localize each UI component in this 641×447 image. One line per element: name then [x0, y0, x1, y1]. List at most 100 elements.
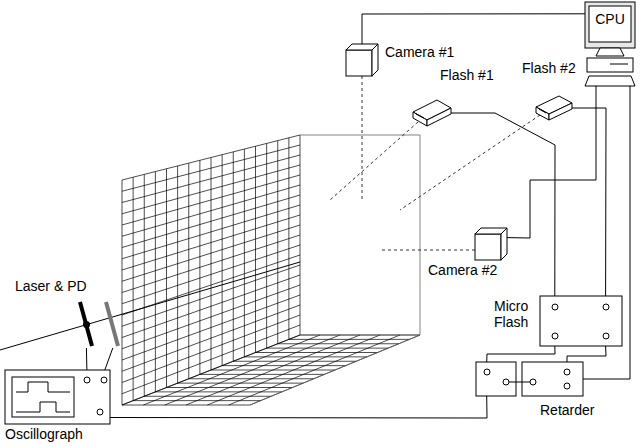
trace [16, 382, 70, 392]
keyboard [585, 76, 635, 86]
box [540, 296, 622, 346]
node-label: Oscillograph [5, 426, 83, 442]
signal-wire [110, 396, 487, 418]
view-line [362, 76, 363, 200]
grid-line [229, 335, 400, 405]
signal-wire [507, 86, 596, 238]
cube-face [372, 44, 378, 76]
monitor-screen [589, 6, 631, 42]
cube-face [501, 228, 507, 260]
port [552, 333, 558, 339]
grid-line [250, 335, 420, 405]
view-line [330, 122, 418, 200]
grid-line [122, 205, 300, 259]
oscillograph-box [5, 370, 110, 424]
internal-wire [506, 382, 533, 383]
node-label: Laser & PD [15, 278, 87, 294]
monitor-stand [596, 48, 624, 56]
signal-wire [86, 348, 88, 370]
view-lines [330, 76, 540, 250]
grid-line [122, 285, 300, 349]
port [564, 383, 570, 389]
port [564, 369, 570, 375]
micro-flash-node: Micro Flash [540, 296, 622, 346]
grid-line [122, 185, 300, 236]
node-label: Flash #1 [440, 67, 494, 83]
sensor-node: Laser & PD [72, 300, 120, 348]
signal-wire [567, 346, 606, 362]
computer-node: CPU [585, 2, 635, 86]
grid-line [122, 135, 300, 180]
retarder-node: Retarder [476, 362, 583, 396]
flash-body [536, 107, 549, 120]
grid-line [122, 145, 300, 191]
cube-face [346, 50, 372, 76]
view-line [400, 115, 540, 210]
signal-wire [572, 108, 606, 296]
screen [12, 377, 74, 417]
port [503, 379, 509, 385]
node-label: Micro Flash [494, 298, 538, 330]
camera-cube [346, 44, 378, 76]
box [522, 362, 583, 396]
computer [585, 2, 635, 86]
camera-node: Camera #2 [475, 228, 507, 260]
trace [16, 402, 70, 412]
box [5, 370, 110, 424]
grid-line [122, 215, 300, 270]
grid-line [207, 335, 380, 405]
flash-body [413, 112, 427, 126]
computer-case [587, 58, 633, 72]
signal-wire [105, 348, 113, 370]
grid-line [122, 165, 300, 214]
oscillograph-node: Oscillograph [5, 370, 110, 424]
grid-line [122, 195, 300, 248]
view-line [380, 250, 475, 251]
flash-unit [413, 100, 451, 126]
grid-line [122, 155, 300, 203]
flash-body [427, 108, 451, 126]
port [84, 377, 90, 383]
flash-node: Flash #2 [536, 96, 572, 120]
flash-unit [536, 96, 572, 120]
cube-face [475, 234, 501, 260]
box [476, 362, 516, 396]
flash-lens [539, 109, 546, 113]
camera-cube [475, 228, 507, 260]
port [101, 377, 107, 383]
projectile-path [0, 262, 300, 350]
port [603, 304, 609, 310]
flash-body [549, 103, 572, 120]
grid-line [186, 335, 360, 405]
port [530, 379, 536, 385]
node-label: Retarder [540, 402, 594, 418]
signal-wire [583, 86, 630, 379]
node-label: CPU [595, 11, 625, 27]
photodiode-bar [106, 302, 118, 346]
flash-lens [416, 114, 424, 118]
grid-line [122, 295, 300, 360]
signal-wire [362, 14, 585, 44]
signal-wire [487, 346, 555, 362]
retarder-box [476, 362, 583, 396]
micro-flash-box [540, 296, 622, 346]
grid-line [122, 225, 300, 281]
port [603, 333, 609, 339]
frame-edge [300, 135, 420, 335]
port [552, 304, 558, 310]
frame-outline [250, 135, 420, 405]
node-label: Flash #2 [522, 60, 576, 76]
port [97, 409, 103, 415]
node-label: Camera #2 [428, 262, 497, 278]
beam-point [83, 321, 90, 328]
grid-line [122, 315, 300, 383]
camera-node: Camera #1 [346, 44, 378, 76]
port [484, 369, 490, 375]
flash-node: Flash #1 [413, 100, 451, 126]
laser-bar [80, 302, 92, 346]
grid-line [122, 175, 300, 225]
frame-edge [250, 335, 420, 405]
drive-slot [610, 64, 628, 65]
monitor [585, 2, 635, 48]
